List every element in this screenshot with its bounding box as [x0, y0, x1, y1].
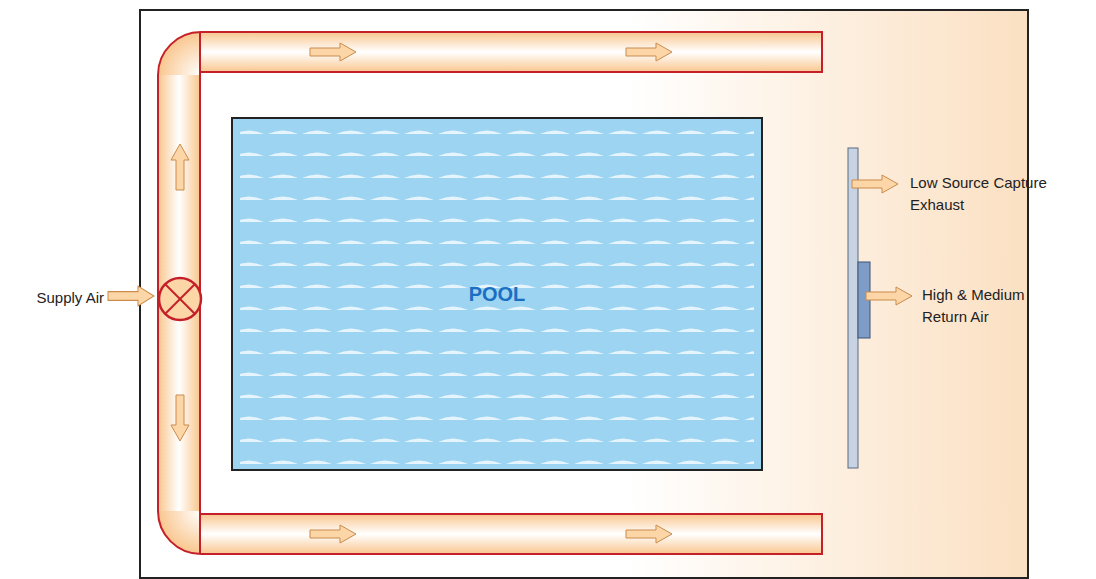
exhaust-label: Low Source Capture Exhaust: [910, 172, 1060, 216]
return-air-label: High & Medium Return Air: [922, 284, 1062, 328]
pool-label: POOL: [469, 283, 526, 306]
supply-air-label: Supply Air: [4, 287, 104, 309]
pool-area: POOL: [232, 118, 762, 470]
